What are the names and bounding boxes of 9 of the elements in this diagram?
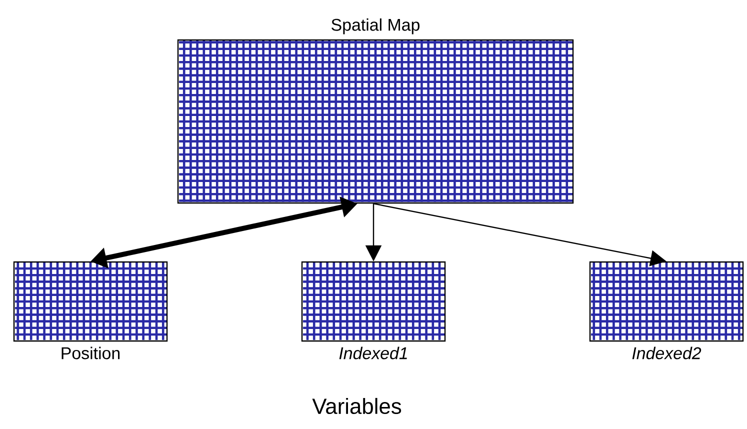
grid-box: Indexed1 xyxy=(301,261,446,360)
grid-box: Spatial Map xyxy=(177,18,574,204)
node-label: Spatial Map xyxy=(332,18,420,34)
group-label: Variables xyxy=(312,398,402,414)
node-label: Indexed2 xyxy=(632,346,702,360)
node-label: Position xyxy=(62,346,120,360)
grid-box: Position xyxy=(13,261,168,360)
grid-box: Indexed2 xyxy=(589,261,744,360)
node-label: Indexed1 xyxy=(339,346,407,360)
